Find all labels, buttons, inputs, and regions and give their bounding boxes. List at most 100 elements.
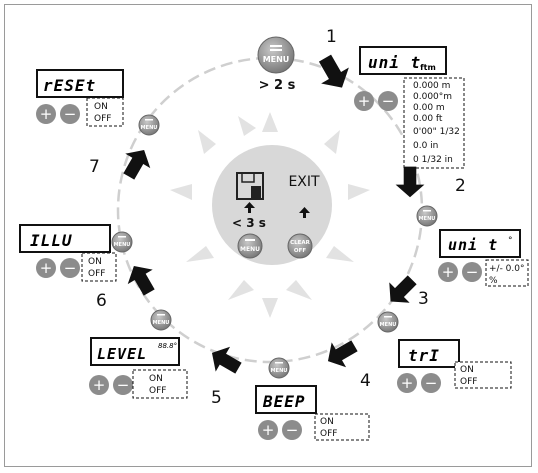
svg-text:0.00 m: 0.00 m (413, 103, 445, 113)
plus-icon: + (40, 259, 53, 277)
svg-text:rESEt: rESEt (43, 76, 96, 95)
up-arrow-icon (244, 202, 255, 213)
plus-icon: + (358, 92, 371, 110)
beep-display: BEEP (255, 385, 317, 414)
svg-text:MENU: MENU (153, 320, 170, 326)
svg-text:OFF: OFF (294, 248, 306, 254)
svg-text:uni t: uni t (368, 53, 421, 72)
small-menu-button[interactable]: MENU (111, 231, 133, 253)
minus-icon: − (286, 421, 299, 439)
svg-text:MENU: MENU (271, 368, 288, 374)
beep-option: OFF (320, 429, 337, 439)
save-hint-label: < 3 s (232, 216, 266, 230)
svg-text:MENU: MENU (114, 242, 131, 248)
illu-option: OFF (88, 269, 105, 279)
minus-icon: − (64, 259, 77, 277)
step-5-number: 5 (211, 388, 222, 408)
up-arrow-icon (299, 207, 310, 218)
level-options-box (132, 369, 188, 399)
svg-text:0 1/32 in: 0 1/32 in (413, 155, 453, 165)
exit-label: EXIT (288, 174, 320, 190)
svg-text:uni t: uni t (448, 236, 498, 254)
unit-length-options-box (403, 77, 465, 169)
small-menu-button[interactable]: MENU (416, 205, 438, 227)
minus-icon: − (64, 105, 77, 123)
tri-option: ON (460, 365, 474, 375)
illu-option: ON (88, 257, 102, 267)
reset-display: rESEt (36, 69, 124, 98)
step-3-number: 3 (418, 289, 429, 309)
svg-text:0.00 ft: 0.00 ft (413, 114, 443, 124)
step-1-number: 1 (326, 27, 337, 47)
minus-button[interactable]: − (60, 258, 80, 278)
minus-icon: − (466, 263, 479, 281)
reset-options-box (86, 97, 124, 127)
illu-display: ILLU (19, 224, 111, 253)
diagram-frame (4, 4, 532, 467)
minus-button[interactable]: − (282, 420, 302, 440)
svg-text:0.000°m: 0.000°m (413, 92, 452, 102)
svg-text:CLEAR: CLEAR (290, 240, 311, 246)
small-menu-button[interactable]: MENU (138, 114, 160, 136)
plus-icon: + (401, 374, 414, 392)
plus-button[interactable]: + (397, 373, 417, 393)
minus-button[interactable]: − (60, 104, 80, 124)
svg-text:ftm: ftm (420, 63, 436, 72)
center-menu-button[interactable]: MENU (237, 233, 263, 259)
tri-options-box (454, 361, 512, 389)
svg-text:MENU: MENU (419, 216, 436, 222)
unit-angle-options-box (485, 259, 529, 287)
level-display: LEVEL 88.8° (90, 337, 180, 366)
floppy-disk-icon (236, 172, 264, 200)
step-2-number: 2 (455, 176, 466, 196)
plus-button[interactable]: + (438, 262, 458, 282)
step-6-number: 6 (96, 291, 107, 311)
clear-off-button[interactable]: CLEAR OFF (287, 233, 313, 259)
plus-icon: + (442, 263, 455, 281)
plus-button[interactable]: + (354, 91, 374, 111)
svg-text:MENU: MENU (380, 322, 397, 328)
unit-angle-option: % (489, 276, 498, 286)
svg-text:BEEP: BEEP (262, 392, 306, 411)
hold-hint-label: > 2 s (259, 78, 296, 93)
step-5-arrow (204, 340, 246, 381)
unit-angle-display: uni t ° (439, 229, 521, 258)
level-option: ON (149, 374, 163, 384)
unit-length-options: 0.000 m 0.000°m 0.00 m 0.00 ft 0'00" 1/3… (413, 81, 460, 165)
svg-text:trI: trI (408, 346, 440, 365)
minus-button[interactable]: − (462, 262, 482, 282)
minus-icon: − (425, 374, 438, 392)
small-menu-button[interactable]: MENU (377, 311, 399, 333)
center-rays (170, 112, 370, 318)
plus-button[interactable]: + (89, 375, 109, 395)
level-option: OFF (149, 386, 166, 396)
svg-text:88.8°: 88.8° (158, 342, 177, 350)
main-menu-button[interactable]: MENU (257, 36, 295, 74)
plus-button[interactable]: + (36, 258, 56, 278)
small-menu-button[interactable]: MENU (150, 309, 172, 331)
step-4-number: 4 (360, 371, 371, 391)
plus-button[interactable]: + (258, 420, 278, 440)
plus-button[interactable]: + (36, 104, 56, 124)
svg-text:°: ° (508, 236, 513, 246)
svg-text:MENU: MENU (141, 125, 158, 131)
svg-text:0.000 m: 0.000 m (413, 81, 450, 91)
plus-icon: + (40, 105, 53, 123)
step-1-arrow (311, 50, 356, 96)
svg-text:0.0 in: 0.0 in (413, 141, 438, 151)
step-7-number: 7 (89, 157, 100, 177)
minus-button[interactable]: − (421, 373, 441, 393)
minus-button[interactable]: − (378, 91, 398, 111)
svg-text:MENU: MENU (240, 246, 260, 253)
small-menu-button[interactable]: MENU (268, 357, 290, 379)
unit-angle-option: +/- 0.0° (489, 264, 525, 274)
svg-text:0'00" 1/32: 0'00" 1/32 (413, 127, 460, 137)
beep-option: ON (320, 417, 334, 427)
minus-icon: − (382, 92, 395, 110)
step-4-arrow (320, 333, 362, 374)
reset-option: ON (94, 102, 108, 112)
minus-button[interactable]: − (113, 375, 133, 395)
center-disc (212, 145, 332, 265)
plus-icon: + (93, 376, 106, 394)
